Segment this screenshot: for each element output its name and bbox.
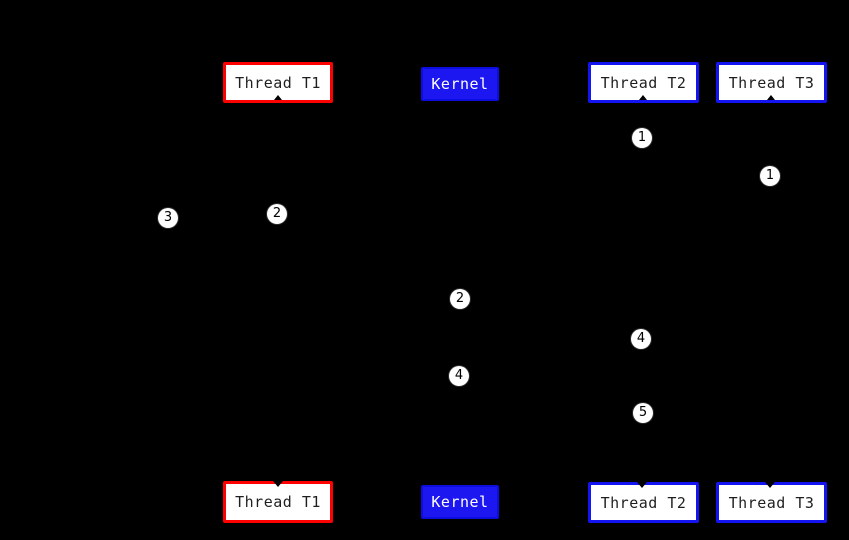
- arrowhead-t2-bottom: [637, 482, 647, 488]
- event-marker-1-1: 1: [760, 166, 780, 186]
- lifeline-stub-t1-top: [274, 95, 282, 100]
- event-marker-3-2: 3: [158, 208, 178, 228]
- event-marker-4-5: 4: [631, 329, 651, 349]
- kernel-box-bottom: Kernel: [421, 485, 499, 519]
- event-marker-1-0: 1: [632, 128, 652, 148]
- arrowhead-t1-bottom: [273, 481, 283, 487]
- event-marker-5-7: 5: [633, 403, 653, 423]
- thread-t1-box-bottom: Thread T1: [223, 481, 333, 523]
- arrowhead-t3-bottom: [765, 482, 775, 488]
- lifeline-stub-t3-top: [767, 95, 775, 100]
- lifeline-stub-t2-top: [639, 95, 647, 100]
- thread-t2-box-bottom: Thread T2: [588, 482, 699, 523]
- event-marker-2-4: 2: [450, 289, 470, 309]
- thread-t3-box-bottom: Thread T3: [716, 482, 827, 523]
- kernel-box-top: Kernel: [421, 67, 499, 101]
- event-marker-4-6: 4: [449, 366, 469, 386]
- event-marker-2-3: 2: [267, 204, 287, 224]
